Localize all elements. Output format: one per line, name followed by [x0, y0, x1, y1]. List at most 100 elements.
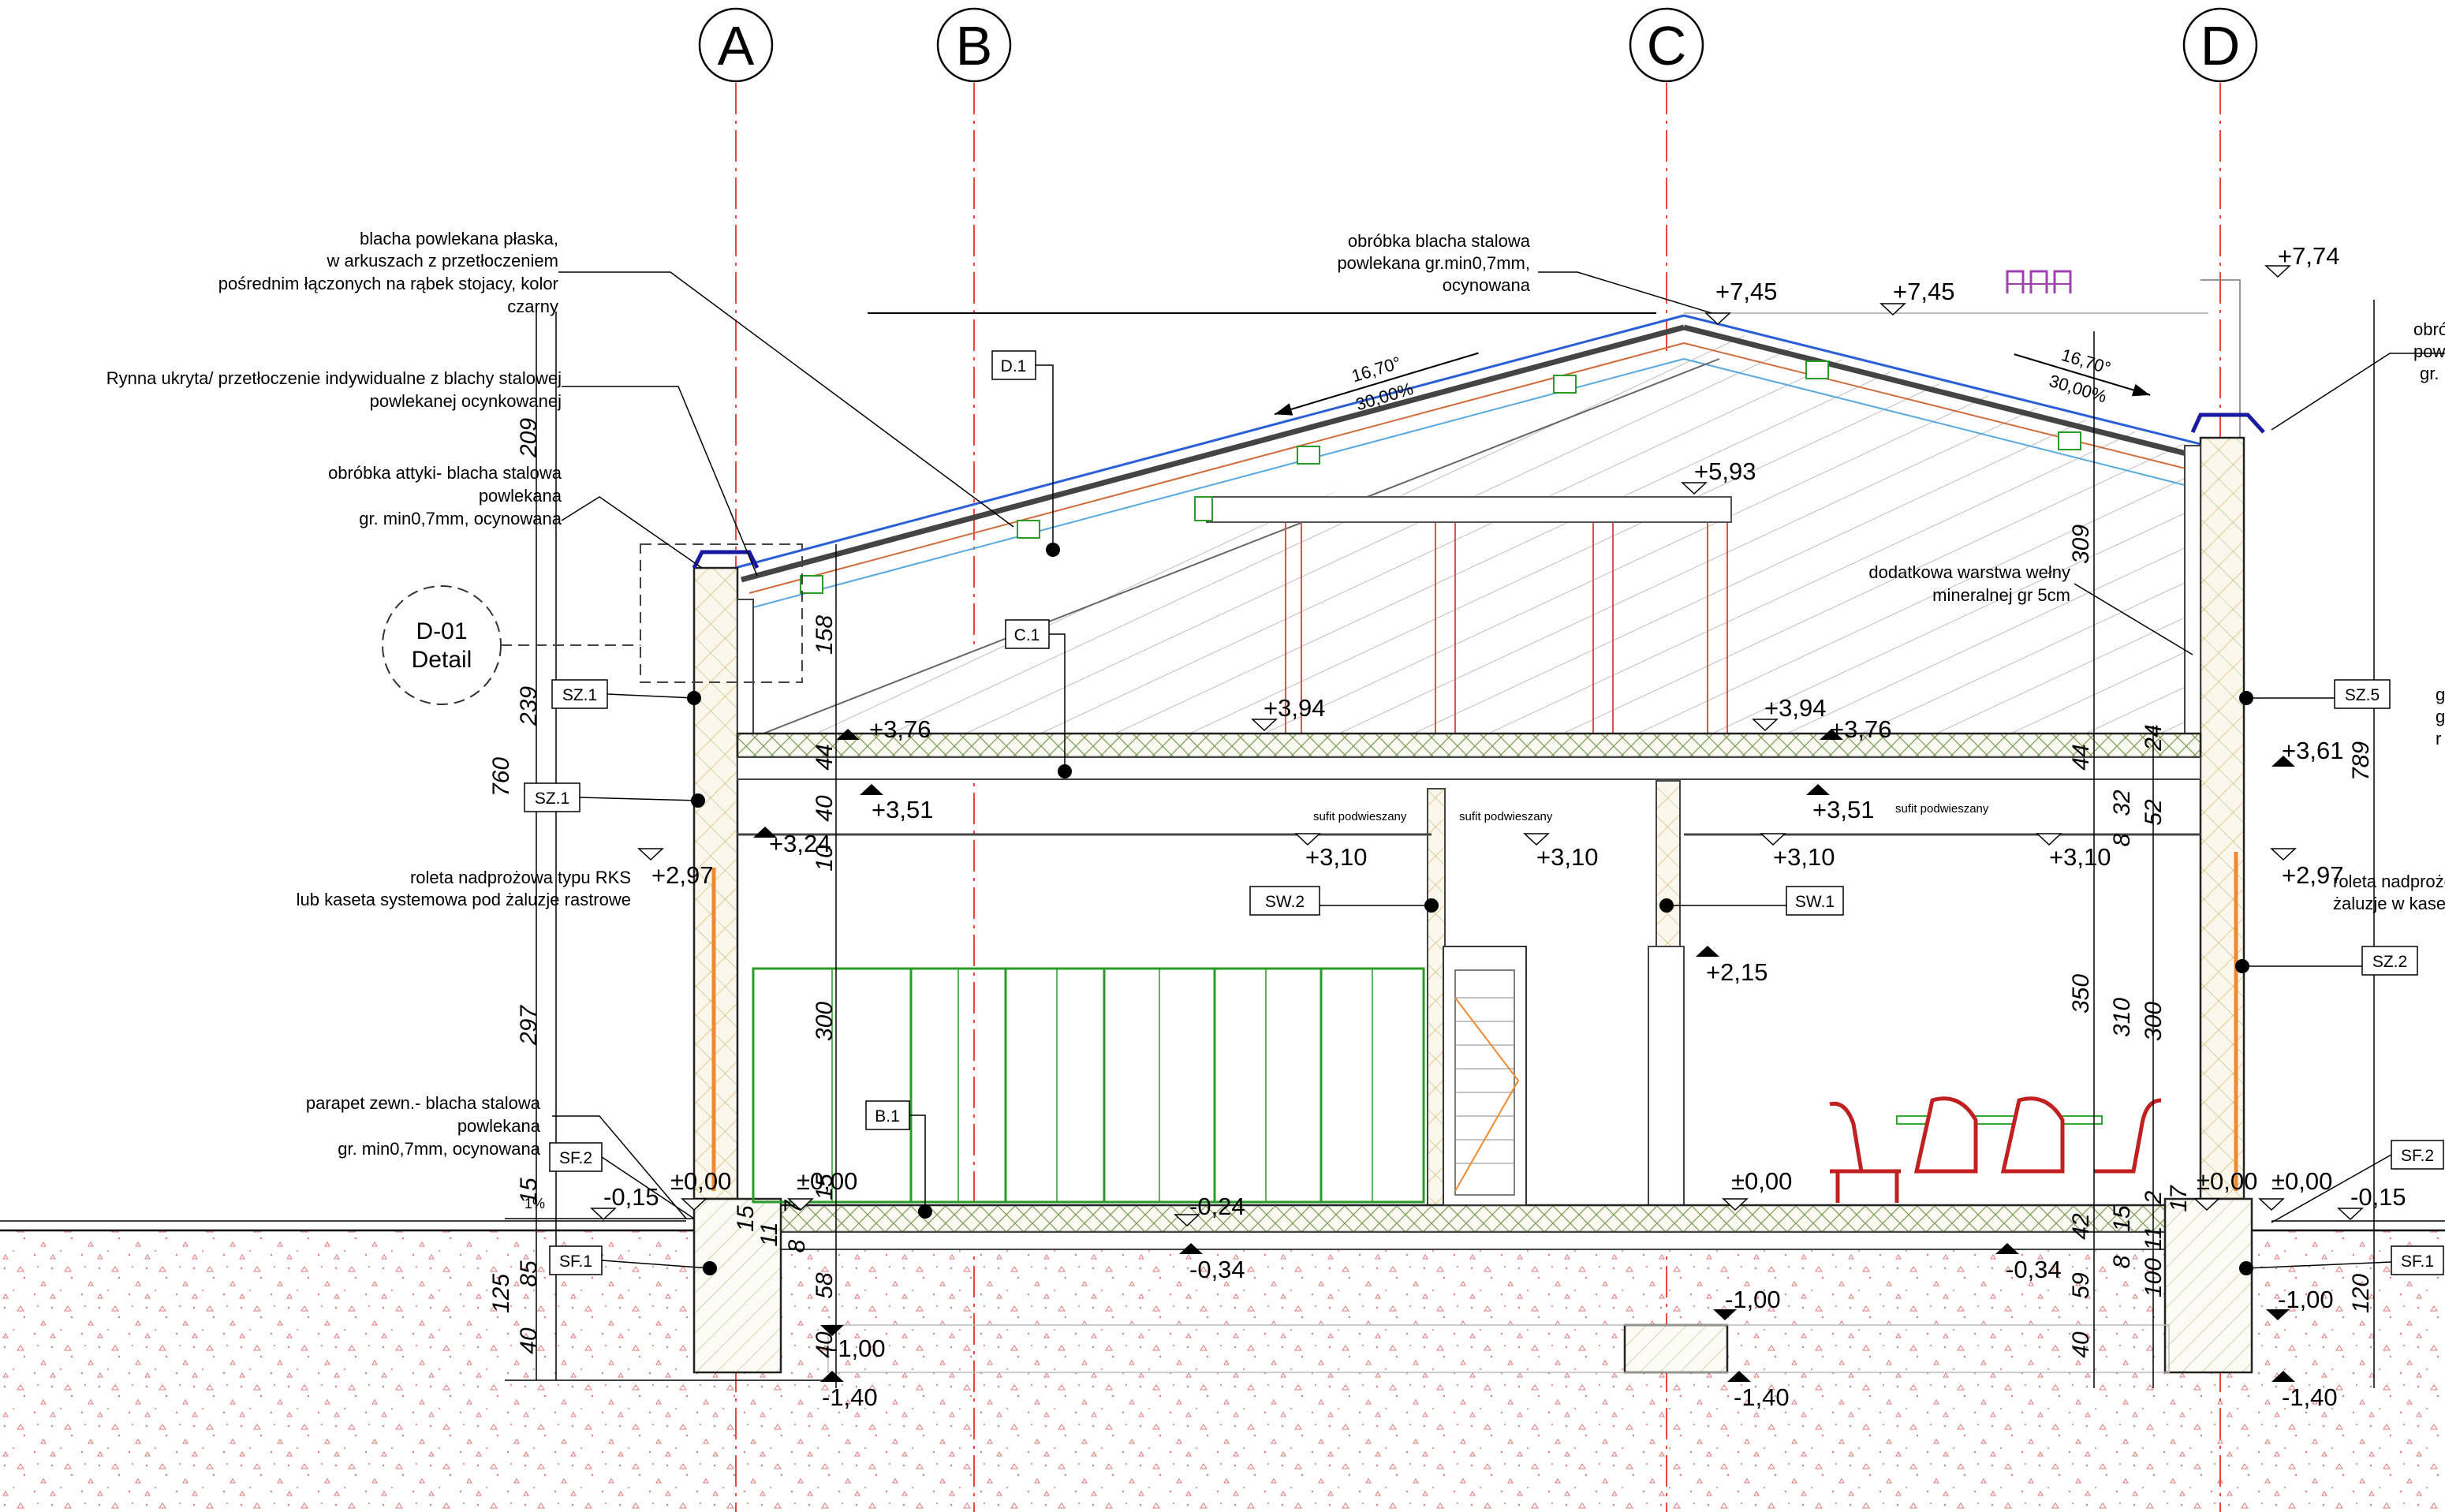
note-right-g-2: g — [2436, 707, 2445, 726]
note-wool-1: dodatkowa warstwa wełny — [1868, 562, 2070, 582]
dim-r-8: 8 — [2109, 833, 2135, 846]
dim-in-10: 10 — [812, 845, 838, 872]
elev-394a: +3,94 — [1251, 694, 1325, 732]
note-right-top-3: gr. r — [2420, 364, 2445, 383]
dim-r-11: 11 — [2141, 1226, 2167, 1250]
svg-text:+3,10: +3,10 — [1773, 843, 1835, 871]
svg-text:SF.1: SF.1 — [2401, 1253, 2434, 1271]
dim-left-125: 125 — [488, 1274, 514, 1313]
elev-593: +5,93 — [1681, 457, 1756, 495]
tag-c1: C.1 — [1005, 619, 1072, 778]
svg-text:SZ.5: SZ.5 — [2345, 686, 2380, 704]
dimension-values: 760 209 239 297 15 85 125 40 1% 158 44 4… — [488, 418, 2374, 1358]
dim-left-total: 760 — [488, 757, 514, 797]
dim-in-7: 7 — [780, 1199, 806, 1213]
elev-394b: +3,94 — [1752, 694, 1826, 732]
detail-label: Detail — [412, 647, 472, 673]
annotation-notes: blacha powlekana płaska, w arkuszach z p… — [106, 229, 2445, 1159]
svg-text:+3,10: +3,10 — [2049, 843, 2111, 871]
elev-000a: ±0,00 — [670, 1167, 731, 1211]
axis-c-label: C — [1647, 15, 1687, 77]
tag-sz5: SZ.5 — [2239, 679, 2391, 709]
dim-in-40: 40 — [812, 795, 838, 822]
tag-sz2: SZ.2 — [2235, 946, 2418, 976]
furniture — [1829, 1096, 2162, 1203]
dim-in-15: 15 — [733, 1205, 759, 1232]
svg-text:+7,74: +7,74 — [2278, 242, 2339, 270]
elev-745a: +7,45 — [1704, 278, 1777, 326]
note-ridge-3: ocynowana — [1443, 275, 1531, 295]
svg-text:+3,76: +3,76 — [869, 715, 931, 743]
elev-m034a: -0,34 — [1179, 1243, 1245, 1283]
note-shutter-2: lub kaseta systemowa pod żaluzje rastrow… — [297, 890, 631, 909]
elev-310c: +3,10 — [1760, 833, 1835, 871]
dim-in-300: 300 — [812, 1002, 838, 1041]
svg-text:+3,51: +3,51 — [872, 796, 933, 823]
svg-text:SF.2: SF.2 — [2401, 1147, 2434, 1165]
note-right-g-3: r — [2436, 729, 2441, 749]
svg-text:+3,61: +3,61 — [2282, 737, 2343, 764]
svg-text:B.1: B.1 — [875, 1107, 900, 1126]
tag-sf1-a: SF.1 — [549, 1245, 717, 1275]
dim-in-44: 44 — [812, 744, 838, 770]
dim-left-297: 297 — [516, 1005, 542, 1046]
svg-text:SZ.1: SZ.1 — [562, 686, 597, 704]
dim-r-8b: 8 — [2109, 1255, 2135, 1268]
elev-m100c: -1,00 — [2266, 1286, 2334, 1320]
detail-callout: D-01 Detail — [382, 543, 803, 705]
elev-324: +3,24 — [753, 827, 831, 857]
axis-d-bubble: D — [2182, 7, 2258, 83]
svg-text:+2,15: +2,15 — [1706, 958, 1767, 986]
tag-sf2-a: SF.2 — [549, 1142, 695, 1219]
svg-text:-1,00: -1,00 — [830, 1335, 886, 1362]
svg-text:+7,45: +7,45 — [1715, 278, 1777, 305]
tag-d1: D.1 — [991, 350, 1060, 557]
dim-slope-pct: 1% — [524, 1196, 545, 1211]
slabs — [692, 732, 2253, 1374]
svg-text:+3,51: +3,51 — [1812, 796, 1874, 823]
roof — [734, 270, 2241, 738]
dim-r-52: 52 — [2141, 799, 2167, 826]
grid-axes: A B C D — [698, 7, 2258, 1512]
note-right-shutter-2: żaluzje w kase — [2333, 894, 2445, 913]
dim-left-40: 40 — [516, 1327, 542, 1354]
svg-text:-0,34: -0,34 — [1189, 1256, 1245, 1283]
dim-r-44: 44 — [2068, 744, 2094, 770]
tag-sw1: SW.1 — [1659, 886, 1844, 916]
svg-text:±0,00: ±0,00 — [2197, 1167, 2257, 1195]
svg-text:D.1: D.1 — [1001, 357, 1027, 375]
svg-text:+3,10: +3,10 — [1536, 843, 1598, 871]
dim-r-32: 32 — [2109, 790, 2135, 816]
dim-r-24: 24 — [2141, 724, 2167, 751]
elev-774: +7,74 — [2264, 242, 2339, 278]
vent-chimney — [2006, 270, 2072, 293]
dim-left-85: 85 — [516, 1260, 542, 1287]
dim-left-15: 15 — [516, 1178, 542, 1204]
dim-r-309: 309 — [2068, 525, 2094, 564]
elev-351b: +3,51 — [1806, 784, 1874, 823]
elev-m100b: -1,00 — [1713, 1286, 1781, 1320]
tag-sz1-b: SZ.1 — [524, 782, 705, 812]
slope-left-deg: 16,70° — [1349, 353, 1403, 386]
dim-in-40b: 40 — [812, 1331, 838, 1358]
svg-text:SZ.2: SZ.2 — [2372, 953, 2407, 971]
slope-right-pct: 30,00% — [2047, 371, 2109, 406]
note-gutter-2: powlekanej ocynkowanej — [370, 391, 562, 411]
note-attic-2: powlekana — [479, 486, 562, 506]
elev-376a: +3,76 — [836, 715, 931, 743]
note-ridge-2: powlekana gr.min0,7mm, — [1337, 253, 1530, 273]
dim-in-8: 8 — [784, 1239, 810, 1253]
axis-c-bubble: C — [1629, 7, 1704, 83]
dim-r-300: 300 — [2141, 1002, 2167, 1041]
dim-r-42: 42 — [2068, 1213, 2094, 1240]
elev-745b: +7,45 — [1879, 278, 1954, 316]
note-parapet-2: powlekana — [457, 1116, 541, 1136]
elev-351a: +3,51 — [860, 784, 933, 823]
elev-m034b: -0,34 — [1995, 1243, 2062, 1283]
dim-r-40: 40 — [2068, 1331, 2094, 1358]
dim-r-100: 100 — [2141, 1258, 2167, 1297]
elev-297b: +2,97 — [2270, 848, 2343, 889]
note-attic-1: obróbka attyki- blacha stalowa — [328, 463, 562, 483]
svg-text:-0,15: -0,15 — [2350, 1183, 2406, 1211]
dim-in-15b: 15 — [812, 1174, 838, 1200]
